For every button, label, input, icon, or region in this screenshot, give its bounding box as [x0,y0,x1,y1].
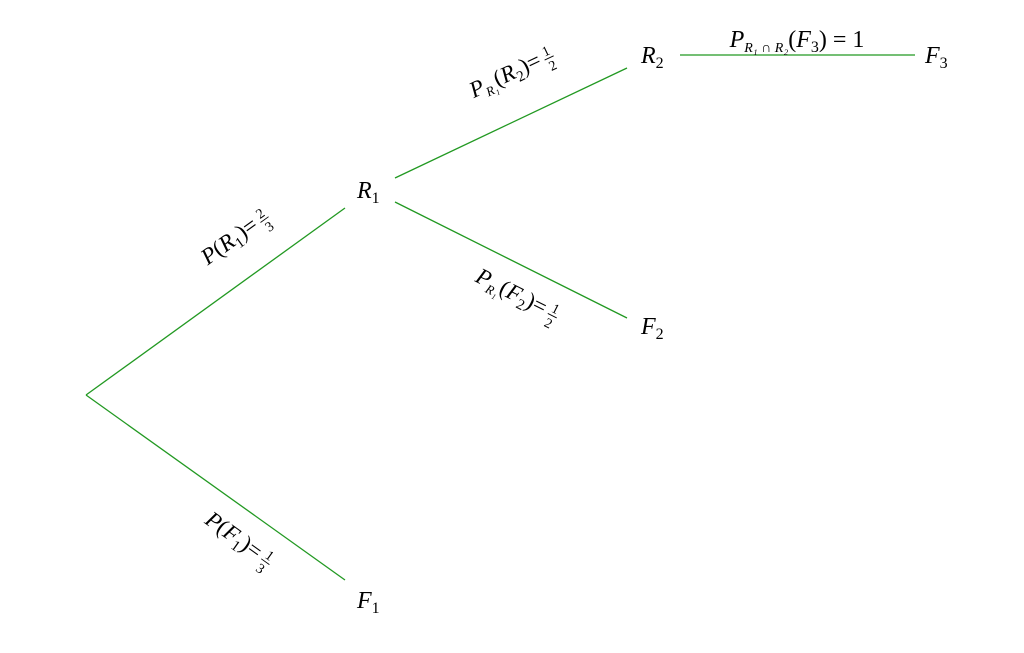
svg-text:P(F1)=: P(F1)= [198,506,268,567]
node-r1: R1 [356,178,380,207]
svg-text:3: 3 [263,219,277,235]
edge-r1-r2 [394,67,628,179]
edge-label-r2-f3: PR₁ ∩ R₂(F3) = 1 [729,27,865,56]
edge-label-root-f1: P(F1)=13 [198,506,276,578]
edge-r1-f2 [394,201,628,319]
svg-text:3: 3 [253,561,267,577]
node-f1: F1 [356,588,380,617]
svg-text:PR₁(F2)=: PR₁(F2)= [469,263,551,324]
edge-label-r1-f2: PR₁(F2)=12 [469,263,562,333]
node-r2: R2 [640,43,664,72]
svg-text:2: 2 [547,58,560,75]
node-f3: F3 [924,43,948,72]
svg-text:1: 1 [549,302,562,319]
svg-text:P(R1)=: P(R1)= [195,212,265,274]
node-f2: F2 [640,314,664,343]
svg-text:1: 1 [540,44,553,61]
edge-root-f1 [85,394,346,581]
svg-text:2: 2 [541,316,554,333]
svg-text:PR₁(R2)=: PR₁(R2)= [464,47,546,106]
edge-label-r1-r2: PR₁(R2)=12 [464,44,560,106]
edge-root-r1 [85,207,346,396]
